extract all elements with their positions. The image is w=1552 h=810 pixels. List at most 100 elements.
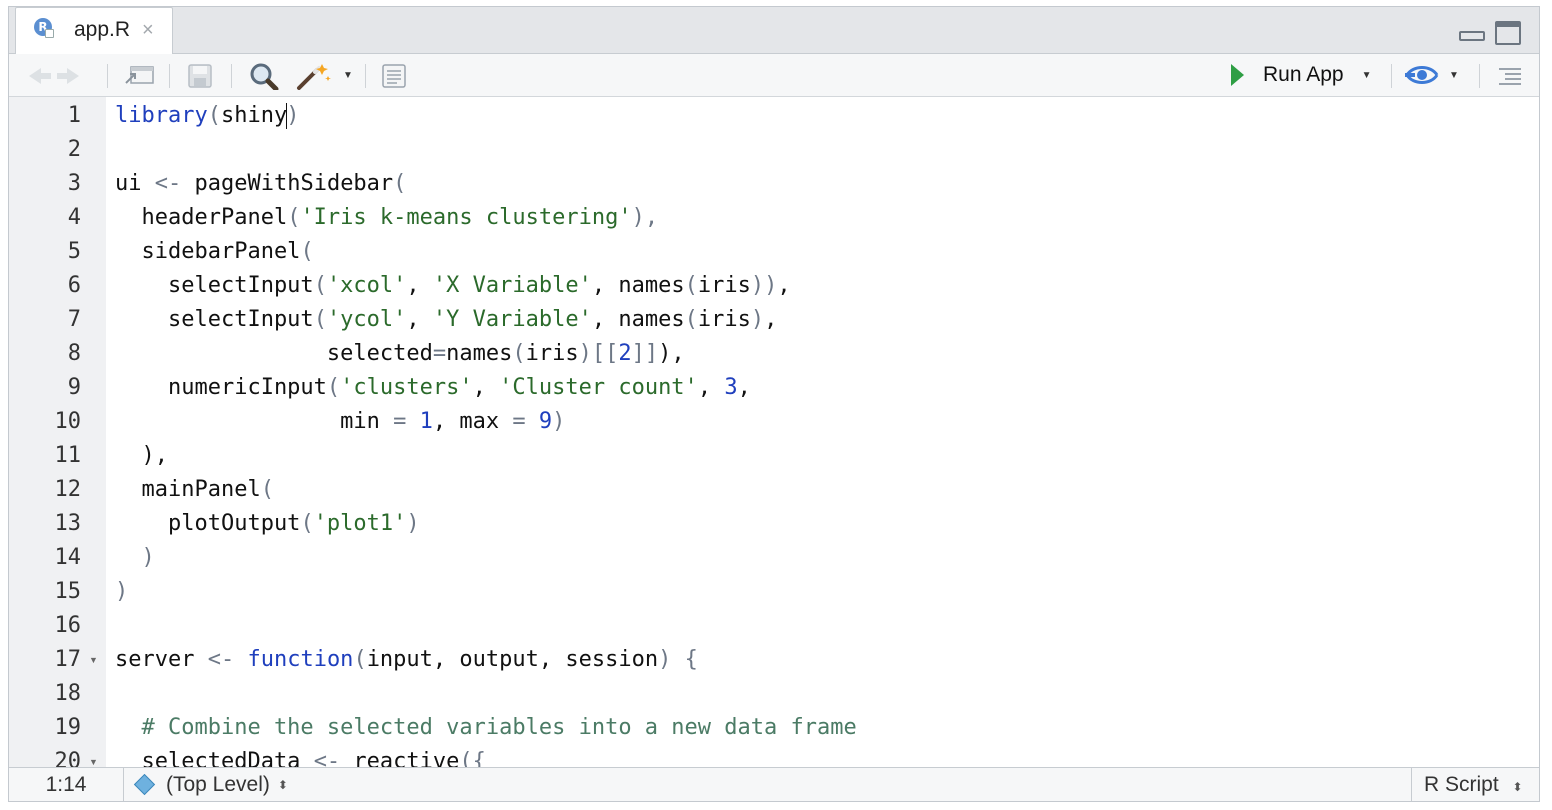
minimize-pane-icon[interactable] bbox=[1459, 31, 1485, 41]
compile-report-icon[interactable] bbox=[381, 63, 407, 89]
code-token: ( bbox=[684, 273, 698, 298]
code-token: ) bbox=[658, 647, 672, 672]
code-line[interactable]: selectInput('ycol', 'Y Variable', names(… bbox=[115, 303, 777, 337]
code-token: , bbox=[406, 273, 433, 298]
line-number: 15 bbox=[54, 579, 82, 604]
line-number: 8 bbox=[67, 341, 81, 366]
file-type-label: R Script bbox=[1424, 773, 1499, 796]
code-line[interactable]: ui <- pageWithSidebar( bbox=[115, 167, 406, 201]
scope-label: (Top Level) bbox=[166, 773, 270, 796]
code-token: ) bbox=[115, 579, 129, 604]
code-line[interactable]: # Combine the selected variables into a … bbox=[115, 711, 857, 745]
code-token: reactive bbox=[340, 749, 460, 767]
toolbar-divider bbox=[107, 64, 108, 88]
find-icon[interactable] bbox=[249, 62, 279, 90]
code-line[interactable]: ), bbox=[115, 439, 168, 473]
code-token: = bbox=[512, 409, 526, 434]
code-line[interactable]: headerPanel('Iris k-means clustering'), bbox=[115, 201, 658, 235]
line-number: 4 bbox=[67, 205, 81, 230]
code-token: 'ycol' bbox=[326, 307, 407, 332]
code-line[interactable]: selected=names(iris)[[2]]), bbox=[115, 337, 685, 371]
code-token bbox=[406, 409, 419, 434]
tab-app-r[interactable]: R app.R × bbox=[15, 7, 173, 54]
code-line[interactable]: selectInput('xcol', 'X Variable', names(… bbox=[115, 269, 791, 303]
code-token: ( bbox=[260, 477, 274, 502]
code-line[interactable]: min = 1, max = 9) bbox=[115, 405, 565, 439]
code-token: , bbox=[764, 307, 778, 332]
code-token: , bbox=[472, 375, 500, 400]
code-token: = bbox=[432, 341, 447, 366]
code-line[interactable]: mainPanel( bbox=[115, 473, 274, 507]
code-token: shiny bbox=[220, 103, 288, 128]
fold-toggle-icon[interactable]: ▼ bbox=[89, 655, 98, 665]
chevron-down-icon[interactable]: ▼ bbox=[1361, 69, 1372, 81]
back-icon[interactable] bbox=[29, 68, 51, 84]
code-token: ( bbox=[313, 273, 327, 298]
code-token: ), bbox=[115, 443, 168, 468]
code-token: 2 bbox=[618, 341, 632, 366]
line-number: 17 bbox=[54, 647, 82, 672]
code-token: function bbox=[247, 647, 354, 672]
fold-toggle-icon[interactable]: ▼ bbox=[89, 757, 98, 767]
line-number: 3 bbox=[67, 171, 81, 196]
chevron-down-icon[interactable]: ▼ bbox=[343, 69, 353, 81]
code-token: pageWithSidebar bbox=[181, 171, 394, 196]
code-token: ( bbox=[353, 647, 367, 672]
line-number: 11 bbox=[54, 443, 82, 468]
code-line[interactable]: sidebarPanel( bbox=[115, 235, 313, 269]
save-icon[interactable] bbox=[187, 63, 213, 89]
updown-arrows-icon: ⬍ bbox=[277, 777, 288, 792]
code-line[interactable]: server <- function(input, output, sessio… bbox=[115, 643, 698, 677]
code-token: ]] bbox=[631, 341, 659, 366]
code-token: , names bbox=[591, 273, 685, 298]
line-number: 1 bbox=[67, 103, 81, 128]
code-token: # Combine the selected variables into a … bbox=[115, 715, 857, 740]
code-line[interactable]: plotOutput('plot1') bbox=[115, 507, 420, 541]
code-token: ) bbox=[286, 103, 300, 128]
show-in-window-icon[interactable] bbox=[123, 63, 157, 87]
line-number: 7 bbox=[67, 307, 81, 332]
code-line[interactable]: numericInput('clusters', 'Cluster count'… bbox=[115, 371, 751, 405]
code-token: 'clusters' bbox=[340, 375, 473, 400]
chevron-down-icon[interactable]: ▼ bbox=[1449, 69, 1459, 81]
code-token: iris bbox=[525, 341, 579, 366]
code-token: 'Y Variable' bbox=[432, 307, 592, 332]
publish-button[interactable]: ▼ bbox=[1405, 54, 1459, 96]
code-token: selectInput bbox=[115, 273, 314, 298]
code-text-area[interactable]: library(shiny) ui <- pageWithSidebar( hea… bbox=[106, 97, 1539, 767]
code-line[interactable]: ) bbox=[115, 575, 128, 609]
code-token: sidebarPanel bbox=[115, 239, 301, 264]
code-token: ( bbox=[326, 375, 341, 400]
close-icon[interactable]: × bbox=[142, 19, 154, 41]
run-app-button[interactable]: Run App ▼ bbox=[1227, 54, 1371, 96]
code-token: 'X Variable' bbox=[432, 273, 592, 298]
code-token: ( bbox=[512, 341, 526, 366]
run-icon bbox=[1231, 64, 1244, 86]
code-token: <- bbox=[154, 171, 182, 196]
file-type-selector[interactable]: R Script ⬍ bbox=[1411, 768, 1539, 801]
code-token: 'Iris k-means clustering' bbox=[300, 205, 632, 230]
code-token: 'plot1' bbox=[313, 511, 407, 536]
code-token: { bbox=[684, 647, 698, 672]
forward-icon[interactable] bbox=[57, 68, 79, 84]
code-token: <- bbox=[313, 749, 341, 767]
code-line[interactable]: selectedData <- reactive({ bbox=[115, 745, 486, 767]
maximize-pane-icon[interactable] bbox=[1495, 21, 1521, 45]
code-line[interactable]: library(shiny) bbox=[115, 99, 299, 133]
code-token: 'xcol' bbox=[326, 273, 407, 298]
editor-toolbar: ▼ Run App ▼ ▼ bbox=[9, 54, 1539, 97]
code-line[interactable]: ) bbox=[115, 541, 154, 575]
toolbar-divider bbox=[365, 64, 366, 88]
scope-selector[interactable]: (Top Level) ⬍ bbox=[131, 768, 288, 801]
publish-icon bbox=[1405, 66, 1439, 84]
code-token: selectedData bbox=[115, 749, 314, 767]
outline-icon[interactable] bbox=[1497, 66, 1523, 86]
line-number: 16 bbox=[54, 613, 82, 638]
toolbar-divider bbox=[231, 64, 232, 88]
code-token: ( bbox=[684, 307, 698, 332]
code-token: ({ bbox=[459, 749, 486, 767]
code-token: ) bbox=[750, 307, 765, 332]
code-token: numericInput bbox=[115, 375, 327, 400]
code-tools-icon[interactable] bbox=[295, 62, 335, 90]
